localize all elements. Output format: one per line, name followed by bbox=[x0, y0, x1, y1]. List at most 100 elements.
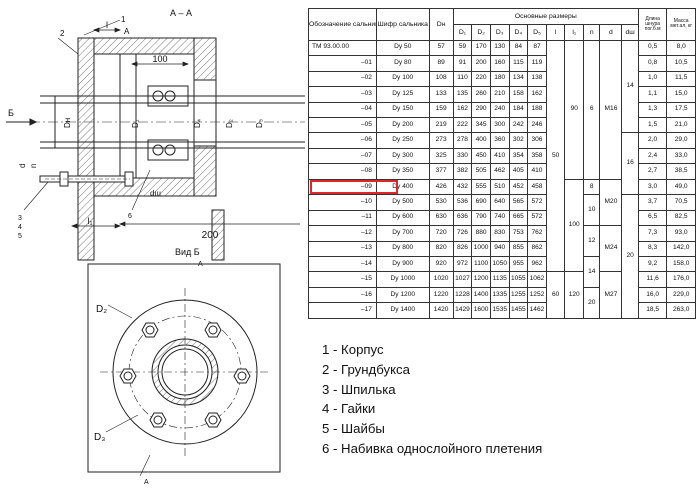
cell-d2: 290 bbox=[471, 101, 491, 118]
cell-designation: –12 bbox=[308, 225, 377, 242]
cell-d4: 1255 bbox=[508, 286, 529, 304]
wall-plate bbox=[211, 209, 225, 261]
cell-length: 3,0 bbox=[637, 178, 668, 196]
cell-d5: 306 bbox=[527, 132, 547, 149]
cell-d3: 830 bbox=[489, 225, 510, 242]
front-view: Вид Б А А D₂ D₃ bbox=[87, 247, 281, 486]
cell-d4: 1455 bbox=[508, 302, 529, 319]
dimension-100: 100 bbox=[131, 54, 189, 67]
cell-d3: 210 bbox=[489, 86, 510, 103]
cell-d5: 87 bbox=[527, 39, 547, 57]
cell-l1: 90 bbox=[564, 39, 585, 180]
cell-d5: 138 bbox=[527, 70, 547, 88]
cell-d2: 505 bbox=[471, 163, 491, 180]
cell-cipher: Dy 200 bbox=[375, 116, 430, 134]
cell-cipher: Dy 300 bbox=[375, 147, 430, 165]
cell-d3: 300 bbox=[489, 116, 510, 134]
cell-d2: 880 bbox=[471, 225, 491, 242]
cell-l1: 120 bbox=[564, 271, 585, 319]
dimension-200: 200 bbox=[119, 221, 300, 241]
legend-item: 3 - Шпилька bbox=[322, 381, 396, 397]
svg-text:D₂: D₂ bbox=[96, 304, 107, 315]
cell-cipher: Dy 1400 bbox=[375, 302, 430, 319]
cell-mass: 33,0 bbox=[666, 147, 696, 165]
cell-d5: 1462 bbox=[527, 302, 547, 319]
header-dw: dш bbox=[621, 23, 639, 41]
cell-mass: 38,5 bbox=[666, 163, 696, 180]
svg-text:4: 4 bbox=[18, 224, 22, 231]
cell-mass: 176,0 bbox=[666, 271, 696, 288]
cell-d1: 135 bbox=[452, 86, 473, 103]
cell-dw: 14 bbox=[621, 39, 639, 134]
cell-d5: 962 bbox=[527, 256, 547, 273]
cell-cipher: Dy 900 bbox=[375, 256, 430, 273]
cell-d5: 410 bbox=[527, 163, 547, 180]
gland-flange-left bbox=[77, 37, 95, 261]
cell-cipher: Dy 700 bbox=[375, 225, 430, 242]
cell-d2: 170 bbox=[471, 39, 491, 57]
cell-mass: 49,0 bbox=[666, 178, 696, 196]
cell-d3: 940 bbox=[489, 240, 510, 258]
cell-d4: 753 bbox=[508, 225, 529, 242]
cell-dn: 1220 bbox=[428, 286, 454, 304]
cell-d3: 240 bbox=[489, 101, 510, 118]
cell-d1: 59 bbox=[452, 39, 473, 57]
cell-designation: –05 bbox=[308, 116, 377, 134]
cell-d1: 91 bbox=[452, 55, 473, 72]
cell-length: 6,5 bbox=[637, 209, 668, 227]
cell-d2: 260 bbox=[471, 86, 491, 103]
svg-text:n: n bbox=[29, 164, 38, 168]
packing-rings bbox=[147, 85, 189, 161]
cell-n: 8 bbox=[583, 178, 601, 196]
cell-mass: 263,0 bbox=[666, 302, 696, 319]
cell-d1: 278 bbox=[452, 132, 473, 149]
cell-d4: 452 bbox=[508, 178, 529, 196]
technical-drawing: А – А bbox=[6, 8, 305, 486]
section-label: А – А bbox=[170, 8, 192, 18]
cell-l: 50 bbox=[545, 39, 566, 273]
cell-d5: 358 bbox=[527, 147, 547, 165]
cell-designation: –04 bbox=[308, 101, 377, 118]
cell-mass: 8,0 bbox=[666, 39, 696, 57]
cell-d2: 690 bbox=[471, 194, 491, 211]
cell-d3: 640 bbox=[489, 194, 510, 211]
cell-d2: 200 bbox=[471, 55, 491, 72]
cell-d3: 160 bbox=[489, 55, 510, 72]
cell-d5: 162 bbox=[527, 86, 547, 103]
cell-cipher: Dy 125 bbox=[375, 86, 430, 103]
header-dn: Dн bbox=[428, 8, 454, 41]
cell-dn: 377 bbox=[428, 163, 454, 180]
cell-d2: 345 bbox=[471, 116, 491, 134]
cell-d3: 740 bbox=[489, 209, 510, 227]
cell-d3: 462 bbox=[489, 163, 510, 180]
cell-length: 9,2 bbox=[637, 256, 668, 273]
cell-d3: 410 bbox=[489, 147, 510, 165]
cell-d5: 188 bbox=[527, 101, 547, 118]
cell-d2: 1400 bbox=[471, 286, 491, 304]
cell-length: 2,4 bbox=[637, 147, 668, 165]
svg-text:Dн: Dн bbox=[63, 118, 72, 128]
svg-text:100: 100 bbox=[152, 54, 167, 64]
cell-d2: 220 bbox=[471, 70, 491, 88]
cell-n: 6 bbox=[583, 39, 601, 180]
cell-d1: 536 bbox=[452, 194, 473, 211]
cell-d4: 855 bbox=[508, 240, 529, 258]
cell-d1: 1228 bbox=[452, 286, 473, 304]
cell-length: 8,3 bbox=[637, 240, 668, 258]
cell-designation: –17 bbox=[308, 302, 377, 319]
svg-text:D₄: D₄ bbox=[193, 119, 202, 128]
cell-mass: 15,0 bbox=[666, 86, 696, 103]
section-view: А – А bbox=[6, 8, 305, 261]
cell-d3: 510 bbox=[489, 178, 510, 196]
cell-d4: 84 bbox=[508, 39, 529, 57]
cell-d1: 972 bbox=[452, 256, 473, 273]
cell-dn: 1020 bbox=[428, 271, 454, 288]
stud-bolt bbox=[39, 171, 134, 187]
